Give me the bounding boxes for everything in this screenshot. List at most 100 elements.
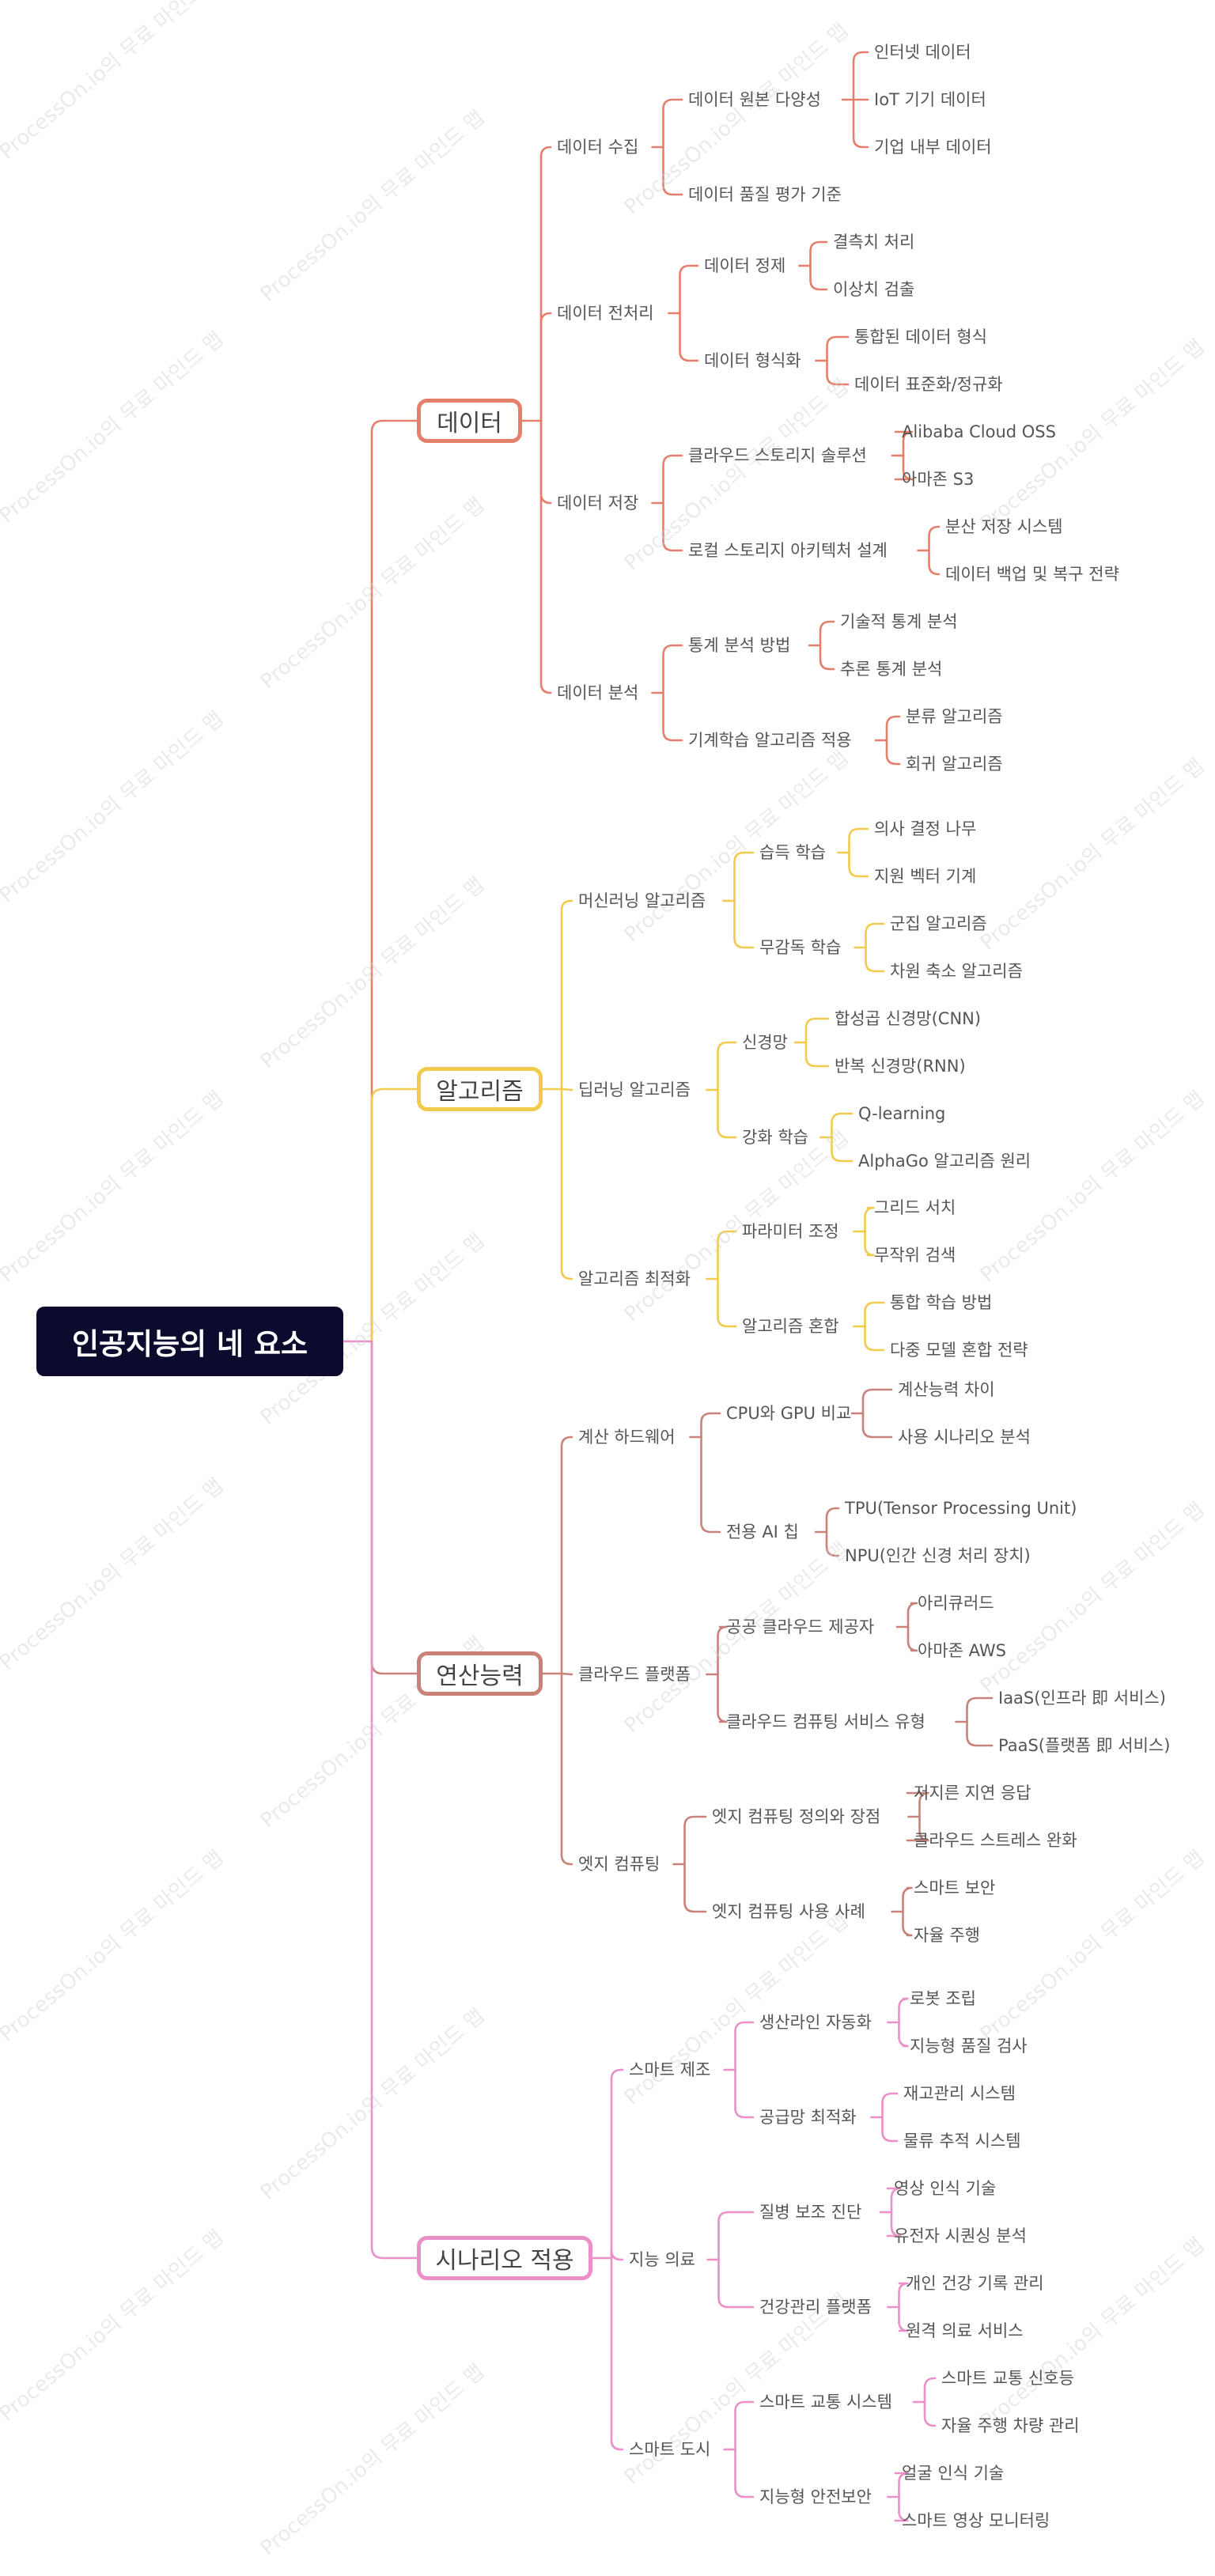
subtopic-node[interactable]: 공급망 최적화 [759, 2108, 857, 2127]
branch-node-data[interactable]: 데이터 [417, 399, 522, 443]
subtopic-node[interactable]: 데이터 형식화 [704, 351, 801, 370]
leaf-node[interactable]: 얼굴 인식 기술 [902, 2464, 1005, 2483]
subtopic-node[interactable]: 클라우드 컴퓨팅 서비스 유형 [726, 1712, 925, 1731]
topic-node[interactable]: 클라우드 플랫폼 [578, 1665, 691, 1684]
subtopic-node[interactable]: 전용 AI 칩 [726, 1523, 799, 1541]
subtopic-algorithm-link [848, 851, 869, 878]
subtopic-node[interactable]: 엣지 컴퓨팅 사용 사례 [712, 1902, 865, 1921]
leaf-node[interactable]: TPU(Tensor Processing Unit) [845, 1499, 1077, 1518]
topic-node[interactable]: 스마트 제조 [629, 2060, 711, 2079]
topic-node[interactable]: 머신러닝 알고리즘 [578, 891, 706, 910]
leaf-node[interactable]: NPU(인간 신경 처리 장치) [845, 1546, 1031, 1565]
leaf-node[interactable]: AlphaGo 알고리즘 원리 [858, 1152, 1031, 1171]
subtopic-node[interactable]: 데이터 정제 [704, 256, 786, 275]
leaf-node[interactable]: 그리드 서치 [874, 1198, 956, 1217]
topic-node[interactable]: 알고리즘 최적화 [578, 1269, 691, 1288]
topic-node[interactable]: 스마트 도시 [629, 2440, 711, 2459]
leaf-node[interactable]: IaaS(인프라 即 서비스) [998, 1689, 1166, 1708]
leaf-node[interactable]: 군집 알고리즘 [890, 914, 987, 933]
leaf-node[interactable]: 클라우드 스트레스 완화 [914, 1831, 1077, 1850]
root-node[interactable]: 인공지능의 네 요소 [36, 1307, 343, 1376]
subtopic-node[interactable]: 알고리즘 혼합 [742, 1317, 839, 1336]
subtopic-node[interactable]: 엣지 컴퓨팅 정의와 장점 [712, 1807, 881, 1826]
subtopic-node[interactable]: 파라미터 조정 [742, 1222, 839, 1241]
subtopic-node[interactable]: 스마트 교통 시스템 [759, 2393, 892, 2411]
topic-node[interactable]: 데이터 전처리 [557, 304, 654, 323]
leaf-node[interactable]: 로봇 조립 [910, 1989, 976, 2008]
subtopic-node[interactable]: 공공 클라우드 제공자 [726, 1617, 875, 1636]
leaf-node[interactable]: 지원 벡터 기계 [874, 867, 977, 886]
topic-node[interactable]: 계산 하드웨어 [578, 1428, 676, 1447]
leaf-node[interactable]: PaaS(플랫폼 即 서비스) [998, 1736, 1171, 1755]
leaf-node[interactable]: 결측치 처리 [833, 233, 915, 252]
subtopic-node[interactable]: 지능형 안전보안 [759, 2487, 872, 2506]
branch-node-algorithm[interactable]: 알고리즘 [417, 1067, 543, 1111]
topic-node[interactable]: 딥러닝 알고리즘 [578, 1080, 691, 1099]
leaf-node[interactable]: 스마트 교통 신호등 [941, 2369, 1074, 2388]
topic-algorithm-link [733, 899, 755, 949]
subtopic-node[interactable]: 건강관리 플랫폼 [759, 2298, 872, 2317]
leaf-node[interactable]: 유전자 시퀀싱 분석 [894, 2226, 1027, 2245]
leaf-node[interactable]: 반복 신경망(RNN) [835, 1057, 966, 1076]
subtopic-node[interactable]: 데이터 원본 다양성 [688, 90, 821, 109]
topic-node[interactable]: 데이터 저장 [557, 494, 639, 513]
leaf-node[interactable]: 인터넷 데이터 [874, 43, 971, 62]
leaf-node[interactable]: 원격 의료 서비스 [906, 2321, 1024, 2340]
leaf-node[interactable]: 다중 모델 혼합 전략 [890, 1341, 1028, 1360]
leaf-node[interactable]: 아마존 S3 [902, 470, 975, 489]
leaf-node[interactable]: Q-learning [858, 1104, 946, 1123]
leaf-node[interactable]: 분류 알고리즘 [906, 707, 1003, 726]
leaf-node[interactable]: 기술적 통계 분석 [840, 612, 958, 631]
leaf-node[interactable]: 재고관리 시스템 [903, 2084, 1016, 2103]
topic-node[interactable]: 엣지 컴퓨팅 [578, 1855, 660, 1874]
leaf-node[interactable]: 스마트 영상 모니터링 [902, 2511, 1050, 2530]
leaf-node[interactable]: 자율 주행 [914, 1926, 980, 1945]
leaf-node[interactable]: 의사 결정 나무 [874, 819, 977, 838]
leaf-node[interactable]: 지능형 품질 검사 [910, 2037, 1028, 2056]
topic-node[interactable]: 데이터 수집 [557, 138, 639, 157]
subtopic-node[interactable]: 무감독 학습 [759, 938, 842, 957]
leaf-node[interactable]: 기업 내부 데이터 [874, 138, 992, 157]
subtopic-node[interactable]: 통계 분석 방법 [688, 636, 791, 655]
leaf-node[interactable]: 분산 저장 시스템 [945, 517, 1063, 536]
branch-node-compute[interactable]: 연산능력 [417, 1651, 543, 1696]
leaf-node[interactable]: 아마존 AWS [918, 1641, 1006, 1660]
subtopic-node[interactable]: 기계학습 알고리즘 적용 [688, 731, 852, 750]
leaf-node[interactable]: 통합 학습 방법 [890, 1293, 993, 1312]
leaf-node[interactable]: IoT 기기 데이터 [874, 90, 986, 109]
subtopic-node[interactable]: 습득 학습 [759, 843, 826, 862]
leaf-node[interactable]: 데이터 표준화/정규화 [854, 375, 1003, 394]
subtopic-node[interactable]: 신경망 [742, 1033, 788, 1052]
leaf-node[interactable]: 계산능력 차이 [898, 1380, 995, 1399]
leaf-node[interactable]: 스마트 보안 [914, 1878, 996, 1897]
subtopic-node[interactable]: 강화 학습 [742, 1128, 808, 1147]
leaf-node[interactable]: 회귀 알고리즘 [906, 755, 1003, 774]
leaf-node[interactable]: Alibaba Cloud OSS [902, 422, 1056, 441]
branch-node-scenario[interactable]: 시나리오 적용 [417, 2236, 592, 2280]
subtopic-node[interactable]: 생산라인 자동화 [759, 2013, 872, 2032]
leaf-node[interactable]: 물류 추적 시스템 [903, 2132, 1021, 2150]
leaf-node[interactable]: 아리큐러드 [918, 1594, 994, 1613]
topic-node[interactable]: 지능 의료 [629, 2250, 695, 2269]
subtopic-node[interactable]: 질병 보조 진단 [759, 2203, 862, 2222]
leaf-node[interactable]: 영상 인식 기술 [894, 2179, 997, 2198]
leaf-node[interactable]: 이상치 검출 [833, 280, 915, 299]
leaf-node[interactable]: 사용 시나리오 분석 [898, 1428, 1031, 1447]
root-link-compute [370, 1340, 418, 1675]
subtopic-node[interactable]: 클라우드 스토리지 솔루션 [688, 446, 867, 465]
leaf-node[interactable]: 차원 축소 알고리즘 [890, 962, 1023, 981]
topic-node[interactable]: 데이터 분석 [557, 683, 639, 702]
subtopic-compute-link [825, 1530, 840, 1557]
leaf-node[interactable]: 통합된 데이터 형식 [854, 327, 987, 346]
leaf-node[interactable]: 개인 건강 기록 관리 [906, 2274, 1044, 2293]
subtopic-node[interactable]: CPU와 GPU 비교 [726, 1404, 852, 1423]
leaf-node[interactable]: 데이터 백업 및 복구 전략 [945, 565, 1119, 584]
leaf-node[interactable]: 자율 주행 차량 관리 [941, 2416, 1080, 2435]
topic-scenario-link [734, 2400, 755, 2451]
subtopic-node[interactable]: 데이터 품질 평가 기준 [688, 185, 842, 204]
leaf-node[interactable]: 합성곱 신경망(CNN) [835, 1009, 982, 1028]
subtopic-node[interactable]: 로컬 스토리지 아키텍처 설계 [688, 541, 888, 560]
leaf-node[interactable]: 추론 통계 분석 [840, 660, 943, 679]
leaf-node[interactable]: 무작위 검색 [874, 1246, 956, 1265]
leaf-node[interactable]: 저지른 지연 응답 [914, 1784, 1031, 1802]
